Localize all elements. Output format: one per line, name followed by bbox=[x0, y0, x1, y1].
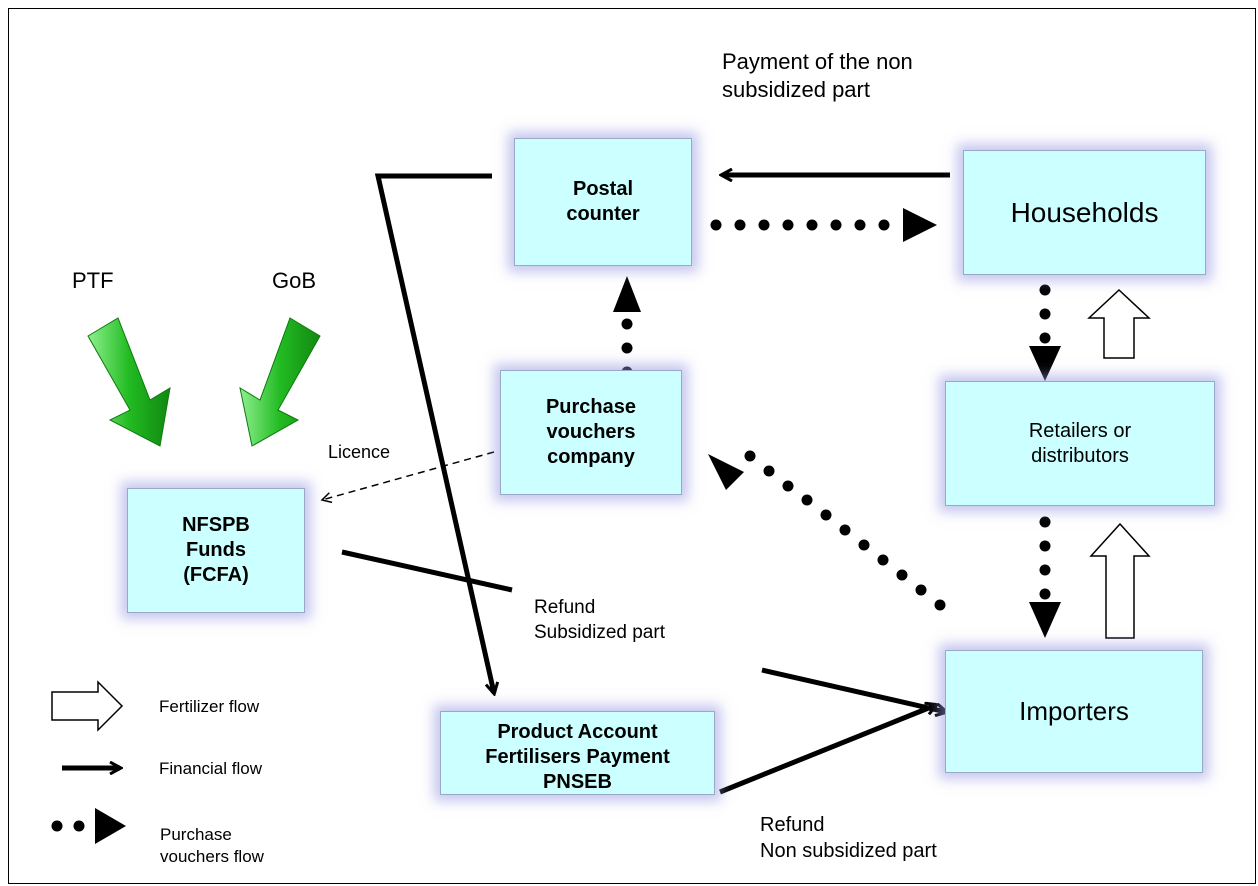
node-retailers-distributors: Retailers or distributors bbox=[945, 381, 1215, 506]
legend-vouchers-icon bbox=[51, 808, 126, 844]
legend-financial-label: Financial flow bbox=[159, 759, 262, 778]
label-licence: Licence bbox=[328, 442, 391, 462]
node-nfspb-funds: NFSPB Funds (FCFA) bbox=[127, 488, 305, 613]
ptf-green-arrow bbox=[87, 317, 171, 447]
vouchers-importers-to-company bbox=[708, 450, 946, 611]
label-gob: GoB bbox=[272, 268, 317, 293]
arrow-refund-subsidized bbox=[761, 667, 946, 712]
fertilizer-arrow-importers-to-retailers bbox=[1089, 522, 1151, 639]
legend-fertilizer-icon bbox=[51, 680, 124, 732]
node-postal-counter: Postal counter bbox=[514, 138, 692, 266]
node-households: Households bbox=[963, 150, 1206, 275]
arrow-licence bbox=[320, 451, 495, 504]
arrow-nfspb-segment bbox=[341, 549, 513, 593]
arrow-pnseb-to-importers bbox=[719, 705, 936, 795]
fertilizer-arrow-retailers-to-households bbox=[1087, 288, 1151, 359]
legend-fertilizer-label: Fertilizer flow bbox=[159, 697, 260, 716]
vouchers-retailers-to-importers bbox=[1029, 516, 1061, 638]
vouchers-postal-to-households bbox=[710, 208, 937, 242]
diagram-frame bbox=[8, 8, 1256, 884]
legend-vouchers-label: Purchase vouchers flow bbox=[160, 825, 264, 867]
node-importers: Importers bbox=[945, 650, 1203, 773]
label-refund-subsidized: Refund Subsidized part bbox=[534, 597, 665, 643]
arrow-postal-to-pnseb bbox=[374, 173, 494, 693]
gob-green-arrow bbox=[239, 317, 321, 447]
vouchers-households-to-retailers bbox=[1029, 284, 1061, 381]
node-purchase-vouchers-company: Purchase vouchers company bbox=[500, 370, 682, 495]
label-payment-non-subsidized: Payment of the non subsidized part bbox=[722, 49, 913, 102]
label-ptf: PTF bbox=[72, 268, 114, 293]
label-refund-non-subsidized: Refund Non subsidized part bbox=[760, 814, 937, 862]
node-product-account-pnseb: Product Account Fertilisers Payment PNSE… bbox=[440, 711, 715, 795]
vouchers-company-to-postal bbox=[613, 276, 641, 378]
